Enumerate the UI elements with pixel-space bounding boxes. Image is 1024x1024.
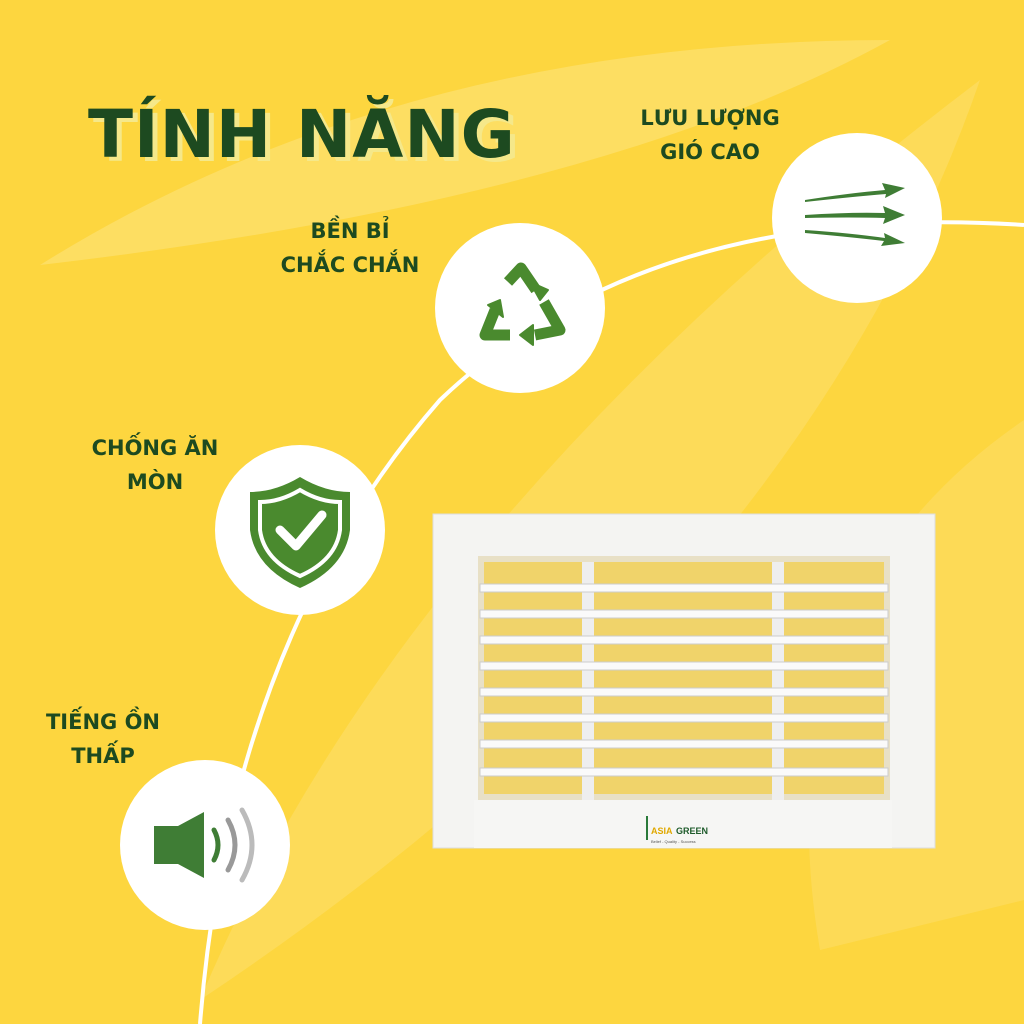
feature-label-line: CHỐNG ĂN: [91, 436, 219, 460]
shield-check-icon: [250, 477, 350, 588]
svg-text:GREEN: GREEN: [676, 826, 708, 836]
feature-label-low-noise: TIẾNG ỒN THẤP: [18, 705, 188, 773]
feature-label-line: THẤP: [71, 744, 135, 768]
feature-circle: [120, 760, 290, 930]
wind-arrows-icon: [805, 183, 905, 246]
feature-label-line: BỀN BỈ: [310, 219, 390, 243]
feature-circle: [772, 133, 942, 303]
page-title: TÍNH NĂNG: [88, 96, 516, 173]
air-grille-product-image: [432, 513, 936, 849]
asiagreen-logo: ASIA GREEN Belief - Quality - Success: [646, 816, 708, 844]
speaker-icon: [154, 807, 255, 883]
svg-text:Belief - Quality - Success: Belief - Quality - Success: [651, 839, 696, 844]
feature-circle: [435, 223, 605, 393]
feature-label-high-airflow: LƯU LƯỢNG GIÓ CAO: [620, 101, 800, 169]
svg-text:ASIA: ASIA: [651, 826, 673, 836]
feature-label-line: TIẾNG ỒN: [45, 710, 161, 734]
recycle-icon: [479, 262, 566, 346]
feature-label-durable: BỀN BỈ CHẮC CHẮN: [265, 214, 435, 282]
feature-label-line: LƯU LƯỢNG: [640, 106, 780, 130]
feature-label-anti-corrosion: CHỐNG ĂN MÒN: [70, 431, 240, 499]
feature-label-line: MÒN: [126, 470, 184, 494]
leaf-decoration: [40, 40, 890, 265]
feature-label-line: CHẮC CHẮN: [280, 253, 420, 277]
feature-label-line: GIÓ CAO: [660, 140, 760, 164]
